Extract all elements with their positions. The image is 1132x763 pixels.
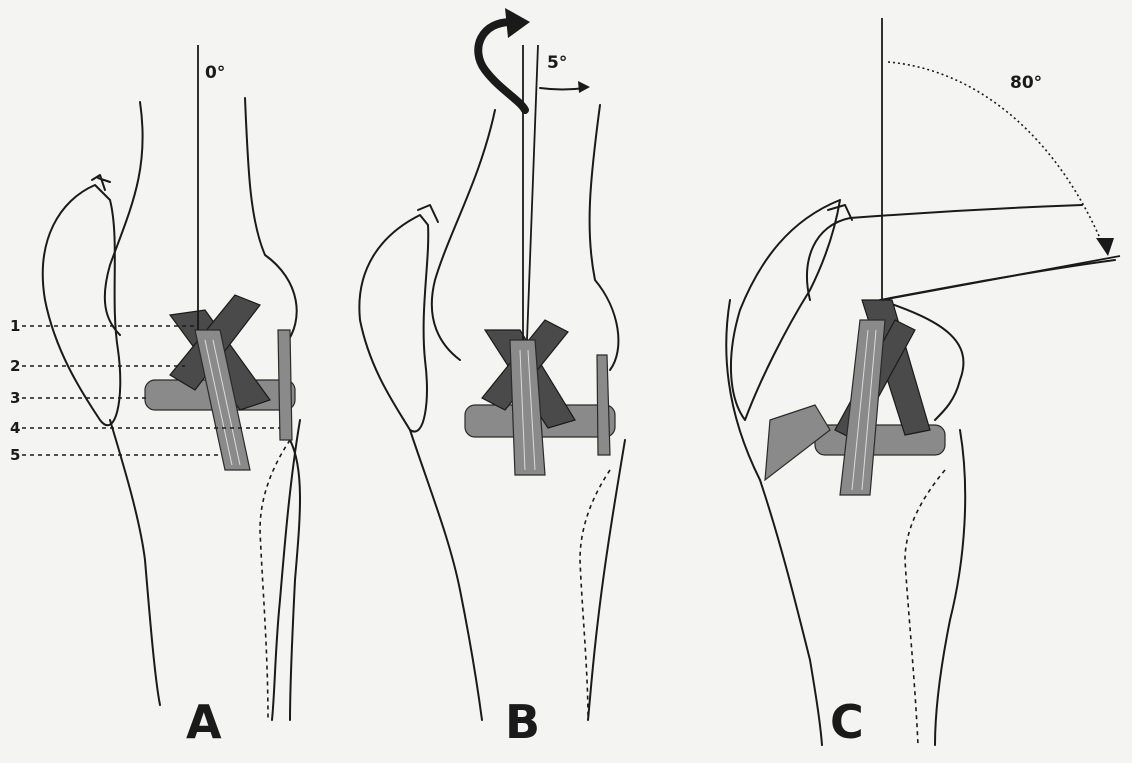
quad-tendon-b	[418, 205, 438, 222]
tibia-c	[726, 300, 965, 745]
angle-arrowhead-icon	[1096, 238, 1114, 256]
tilt-arrow-icon	[540, 88, 585, 90]
panel-b: 5° B	[359, 8, 625, 749]
quad-tendon-a	[92, 175, 110, 190]
axis-b-rotated	[527, 45, 538, 340]
panel-a: 0° 1 2 3 4 5 A	[10, 45, 300, 749]
axis-c-femur	[882, 256, 1120, 300]
patella-a	[43, 185, 121, 425]
panel-c: 80° C	[726, 18, 1120, 749]
fibular-collateral-b	[597, 355, 610, 455]
rotation-arrow-icon	[478, 22, 525, 110]
angle-label-c: 80°	[1010, 73, 1042, 93]
patella-c	[731, 200, 840, 420]
angle-label-b: 5°	[547, 53, 567, 73]
callout-4: 4	[10, 419, 20, 437]
femur-a	[105, 98, 297, 345]
rotation-arrowhead-icon	[505, 8, 530, 38]
callout-3: 3	[10, 389, 20, 407]
fibular-collateral-a	[278, 330, 292, 440]
tilt-arrowhead-icon	[578, 81, 590, 93]
femur-b	[432, 105, 619, 370]
angle-arc-c	[888, 62, 1105, 250]
callout-2: 2	[10, 357, 20, 375]
panel-label-c: C	[830, 695, 864, 749]
panel-label-a: A	[186, 695, 222, 749]
callout-1: 1	[10, 317, 20, 335]
tibia-a	[110, 420, 300, 720]
angle-label-a: 0°	[205, 63, 225, 83]
panel-label-b: B	[505, 695, 540, 749]
fibula-outline-b	[580, 470, 610, 720]
fibula-outline-c	[905, 470, 945, 745]
callout-5: 5	[10, 446, 20, 464]
patella-b	[359, 215, 428, 432]
